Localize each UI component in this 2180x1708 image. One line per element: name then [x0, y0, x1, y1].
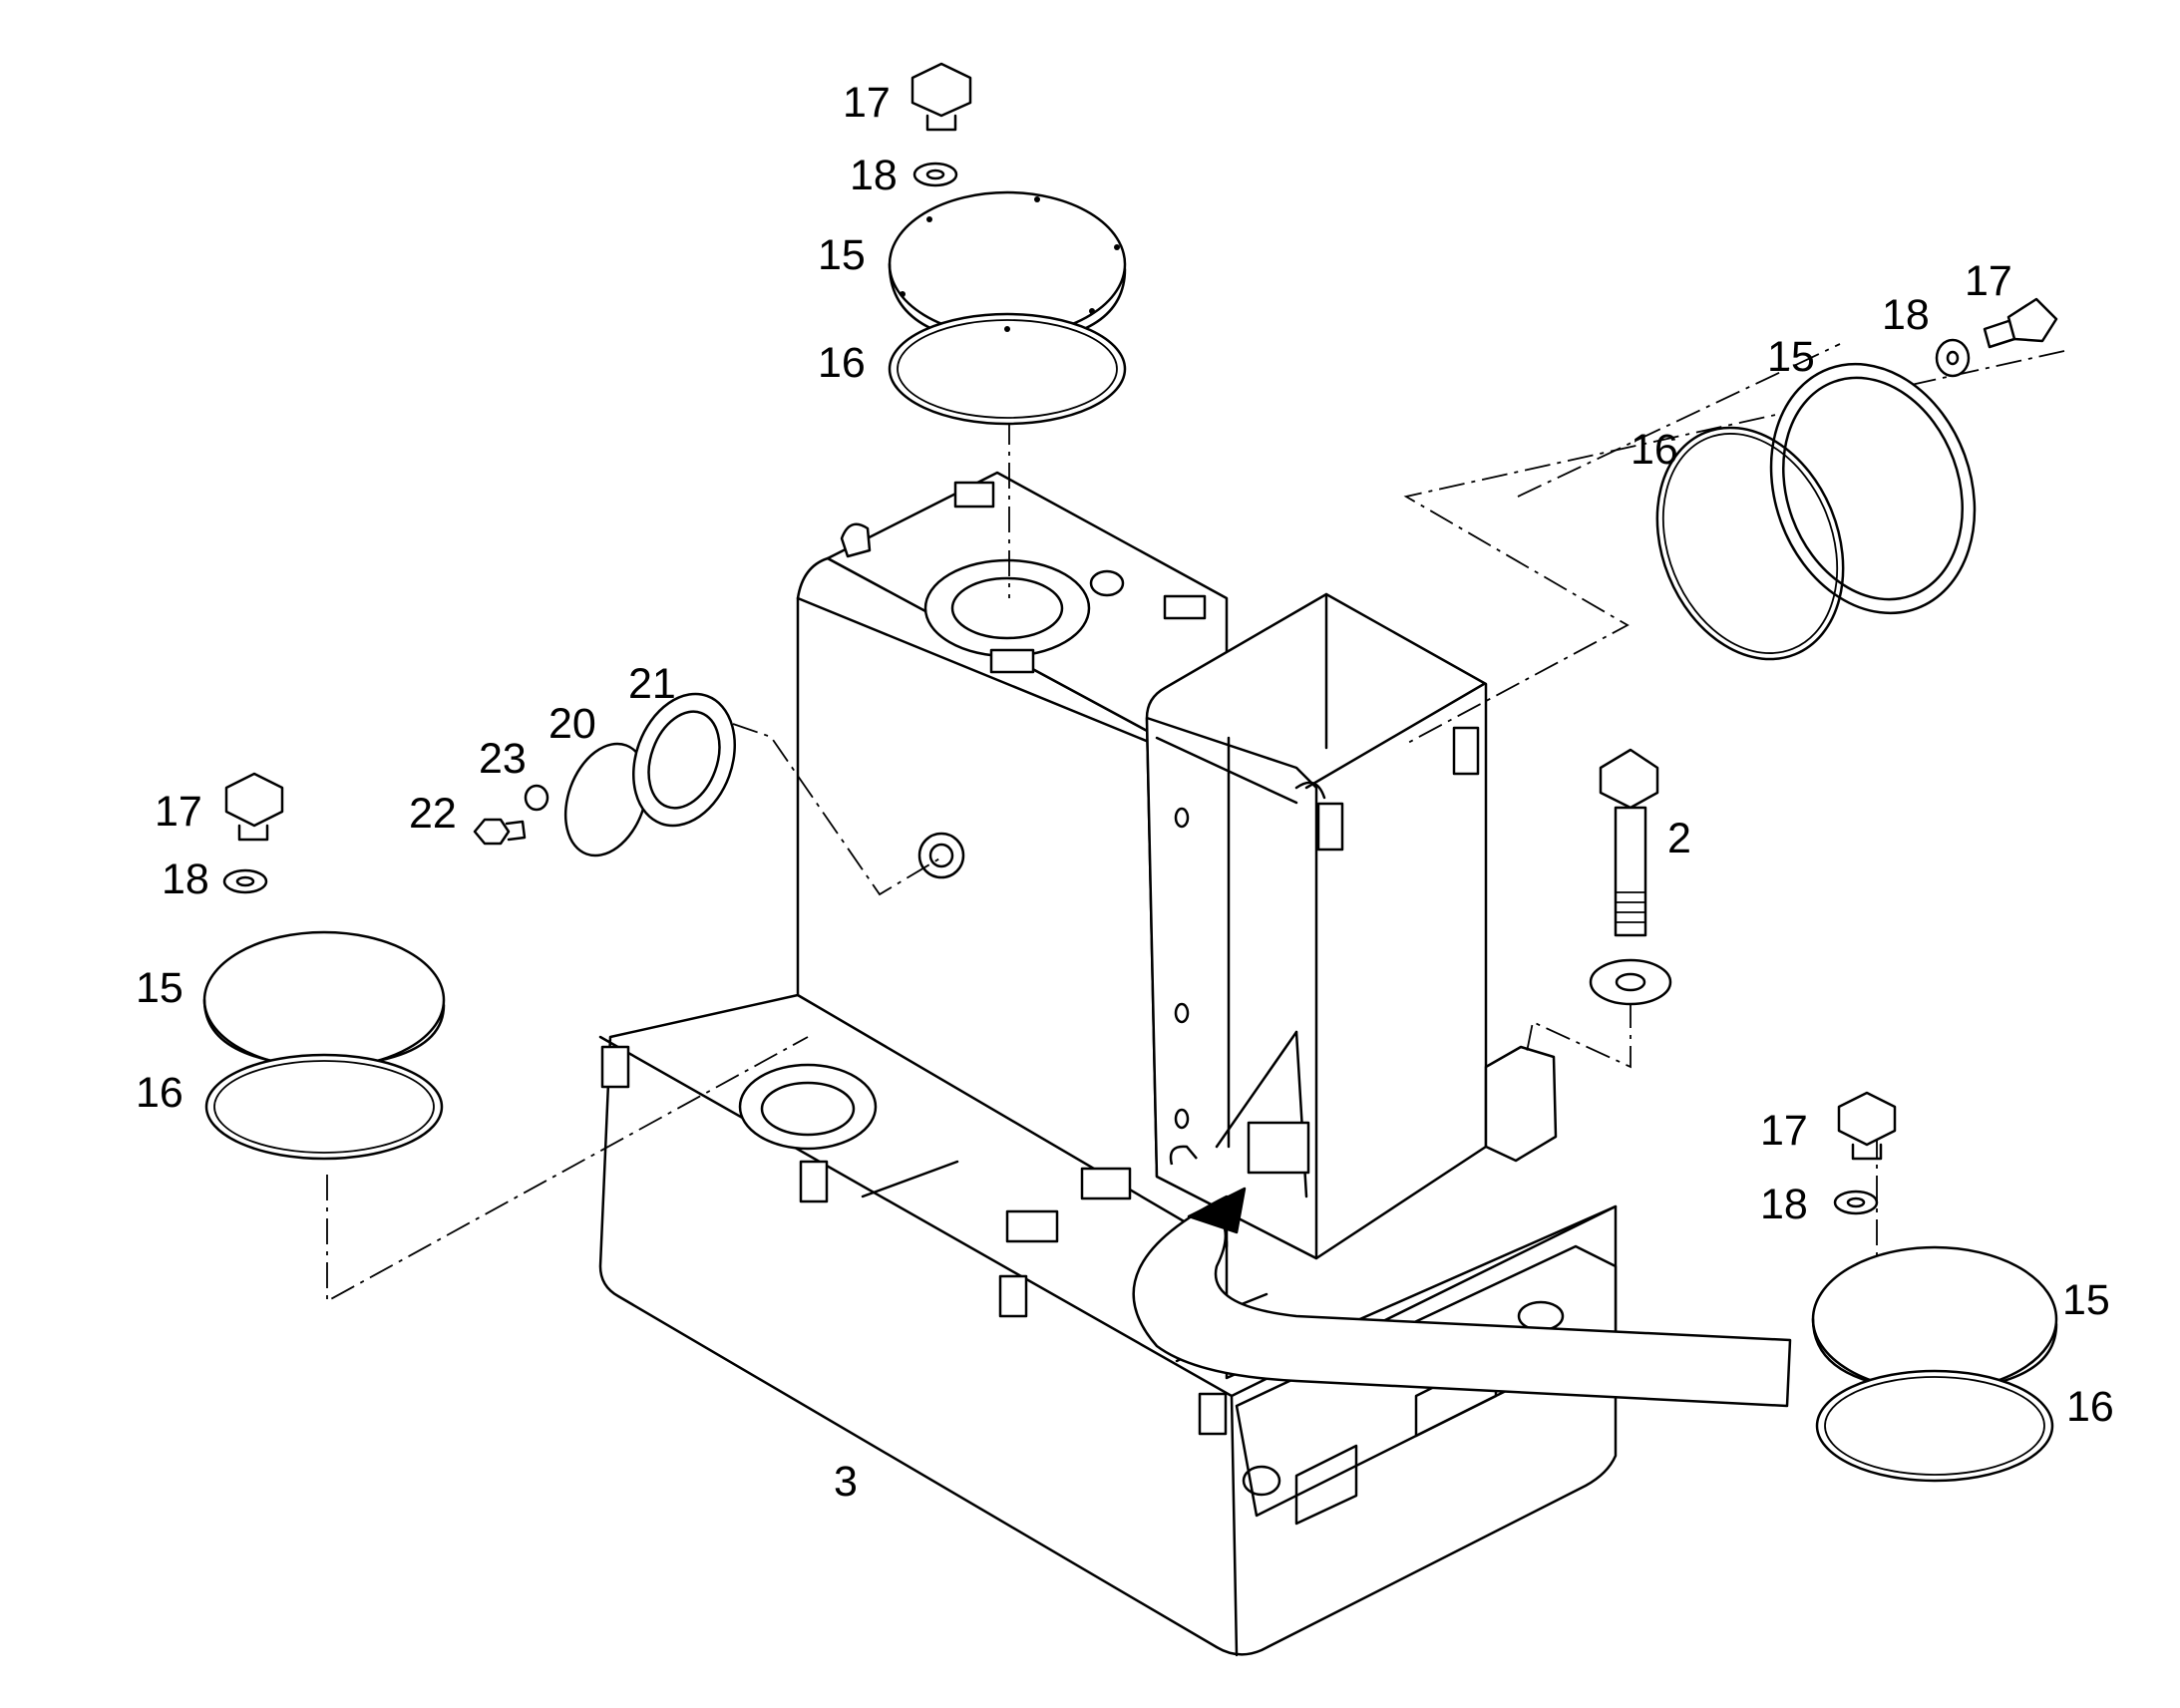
bolt-17-top	[910, 62, 972, 118]
tank-body-part-3	[598, 471, 1618, 1657]
left-cover-assembly	[202, 772, 446, 1161]
detail-arrow	[1132, 1187, 1792, 1408]
callout-21: 21	[628, 660, 676, 708]
gasket-16-right	[1655, 426, 1845, 661]
detail-cover-assembly	[1811, 1091, 2058, 1483]
callout-3: 3	[834, 1458, 858, 1506]
callout-18-top: 18	[850, 152, 898, 199]
vertical-chute-tower	[1145, 592, 1558, 1260]
cover-plate-15-left	[202, 930, 446, 1070]
long-bolt-2	[1589, 748, 1672, 1006]
callout-2: 2	[1667, 815, 1691, 862]
callout-20: 20	[548, 700, 596, 748]
callout-16-left: 16	[136, 1069, 183, 1117]
bolt-17-detail	[1837, 1091, 1897, 1147]
callout-15-detail: 15	[2062, 1276, 2110, 1324]
callout-15-top: 15	[818, 231, 866, 279]
callout-15-left: 15	[136, 964, 183, 1012]
cover-plate-15-right	[1769, 362, 1977, 615]
callout-16-side: 16	[1631, 426, 1678, 474]
bolt-17-right	[2006, 297, 2058, 343]
drain-plug-assembly	[473, 692, 736, 857]
washer-18-right	[1935, 338, 1971, 378]
gasket-16-top	[888, 312, 1127, 426]
washer-18-detail	[1833, 1190, 1879, 1215]
cover-20	[563, 742, 649, 857]
callout-17-left: 17	[155, 788, 202, 836]
callout-15-side: 15	[1767, 333, 1815, 381]
callout-23: 23	[479, 735, 527, 783]
callout-17-top: 17	[843, 79, 891, 127]
washer-23	[524, 784, 549, 812]
washer-18-left	[222, 868, 268, 894]
callout-labels: 17 18 15 16 17 18 15 16 17 18 15 16 17 1…	[136, 79, 2114, 1506]
cover-plate-15-detail	[1811, 1245, 2058, 1393]
bolt-17-left	[224, 772, 284, 828]
plug-22	[473, 818, 511, 846]
callout-18-detail: 18	[1760, 1181, 1808, 1228]
callout-16-detail: 16	[2066, 1383, 2114, 1431]
top-cover-assembly	[888, 62, 1127, 426]
callout-17-detail: 17	[1760, 1107, 1808, 1155]
gasket-16-detail	[1815, 1369, 2054, 1483]
washer-18-top	[912, 162, 958, 187]
gasket-21	[632, 692, 736, 828]
gasket-16-left	[204, 1053, 444, 1161]
callout-22: 22	[409, 790, 457, 838]
callout-16-top: 16	[818, 339, 866, 387]
callout-18-left: 18	[162, 855, 209, 903]
callout-17-side: 17	[1965, 257, 2012, 305]
side-cover-assembly	[1655, 297, 2058, 661]
callout-18-side: 18	[1882, 291, 1930, 339]
